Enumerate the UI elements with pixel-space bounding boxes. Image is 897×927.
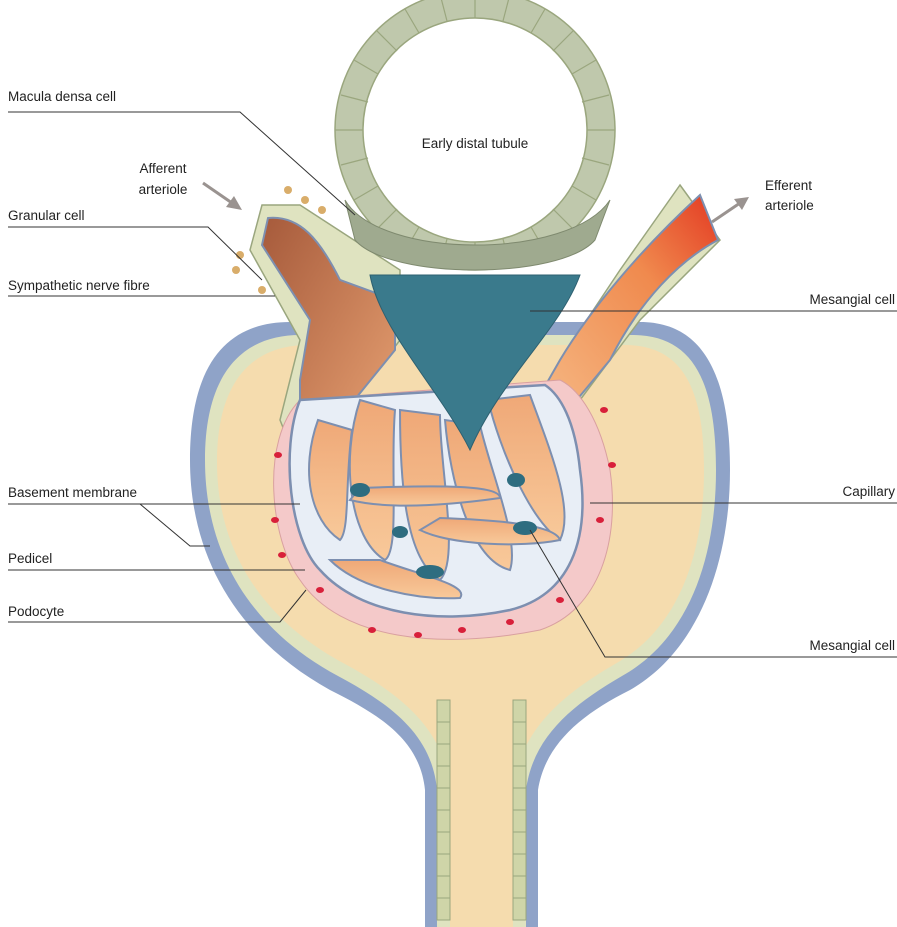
label-capillary: Capillary xyxy=(842,484,895,499)
label-mesangial-cell-top: Mesangial cell xyxy=(809,292,895,307)
label-podocyte: Podocyte xyxy=(8,604,64,619)
glomerular-tuft xyxy=(290,385,583,617)
label-afferent-line1: Afferent xyxy=(139,161,186,176)
efferent-flow-arrow xyxy=(712,197,749,222)
label-macula-densa-cell: Macula densa cell xyxy=(8,89,116,104)
label-granular-cell: Granular cell xyxy=(8,208,85,223)
label-early-distal-tubule: Early distal tubule xyxy=(422,136,529,151)
label-sympathetic-nerve-fibre: Sympathetic nerve fibre xyxy=(8,278,150,293)
early-distal-tubule xyxy=(335,0,615,270)
afferent-flow-arrow xyxy=(203,183,242,210)
label-basement-membrane: Basement membrane xyxy=(8,485,137,500)
label-afferent-line2: arteriole xyxy=(139,182,188,197)
label-efferent-line2: arteriole xyxy=(765,198,814,213)
label-pedicel: Pedicel xyxy=(8,551,52,566)
label-efferent-line1: Efferent xyxy=(765,178,812,193)
label-mesangial-cell-bottom: Mesangial cell xyxy=(809,638,895,653)
